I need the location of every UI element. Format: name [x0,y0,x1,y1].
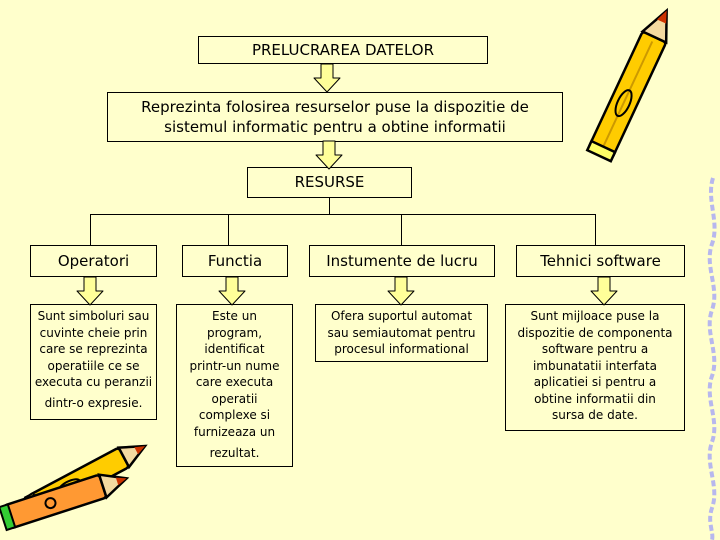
connector-drop-2 [228,214,229,245]
connector-vertical [329,198,330,215]
category-label: Operatori [57,252,130,270]
description-line: care se reprezinta [39,342,148,356]
resources-box: RESURSE [247,167,412,198]
description-line: printr-un nume [189,358,280,373]
down-arrow-icon [76,276,104,306]
category-label: Functia [207,252,263,270]
down-arrow-icon [590,276,618,306]
category-label: Tehnici software [540,252,661,270]
definition-line: sistemul informatic pentru a obtine info… [164,118,506,136]
description-line: identificat [204,342,265,356]
category-label: Instumente de lucru [326,252,478,270]
description-line: complexe si [198,408,271,422]
description-line: sau semiautomat pentru [327,325,476,340]
down-arrow-icon [315,140,343,170]
description-line: Sunt simboluri sau [37,309,150,323]
category-operatori: Operatori [30,245,157,277]
resources-label: RESURSE [294,173,365,191]
description-line: imbunatatii interfata [532,358,658,373]
description-line: software pentru a [541,342,649,356]
description-functia: Este un program, identificat printr-un n… [176,304,293,467]
pencils-icon [0,444,148,532]
description-tehnici-software: Sunt mijloace puse la dispozitie de comp… [505,304,685,431]
description-line: sursa de date. [552,408,638,422]
description-instrumente: Ofera suportul automat sau semiautomat p… [315,304,488,362]
description-line: dispozitie de componenta [517,325,673,340]
down-arrow-icon [218,276,246,306]
description-line: executa cu peranzii [34,375,153,389]
description-line: furnizeaza un [193,424,276,439]
description-line: Sunt mijloace puse la [530,309,660,323]
definition-line: Reprezinta folosirea resurselor puse la … [141,98,529,116]
description-operatori: Sunt simboluri sau cuvinte cheie prin ca… [30,304,157,420]
title-text: PRELUCRAREA DATELOR [251,41,435,59]
category-instrumente: Instumente de lucru [309,245,495,277]
connector-drop-1 [90,214,91,245]
description-line: care executa [195,375,274,389]
down-arrow-icon [313,63,341,93]
definition-box: Reprezinta folosirea resurselor puse la … [107,92,563,142]
description-line: dintr-o expresie. [44,395,143,410]
down-arrow-icon [387,276,415,306]
connector-drop-3 [401,214,402,245]
decorative-border [707,177,717,540]
pencil-icon [585,7,668,163]
description-line: rezultat. [209,446,260,460]
description-line: Ofera suportul automat [330,309,473,323]
description-line: aplicatiei si pentru a [533,375,657,389]
description-line: obtine informatii din [534,391,656,406]
category-functia: Functia [182,245,288,277]
title-box: PRELUCRAREA DATELOR [198,36,488,64]
description-line: operatii [211,391,258,406]
description-line: Este un [212,309,257,323]
connector-horizontal [90,214,595,215]
description-line: operatiile ce se [47,358,140,373]
description-line: procesul informational [334,342,469,356]
connector-drop-4 [595,214,596,245]
description-line: cuvinte cheie prin [39,325,148,340]
category-tehnici-software: Tehnici software [516,245,685,277]
description-line: program, [206,325,263,340]
